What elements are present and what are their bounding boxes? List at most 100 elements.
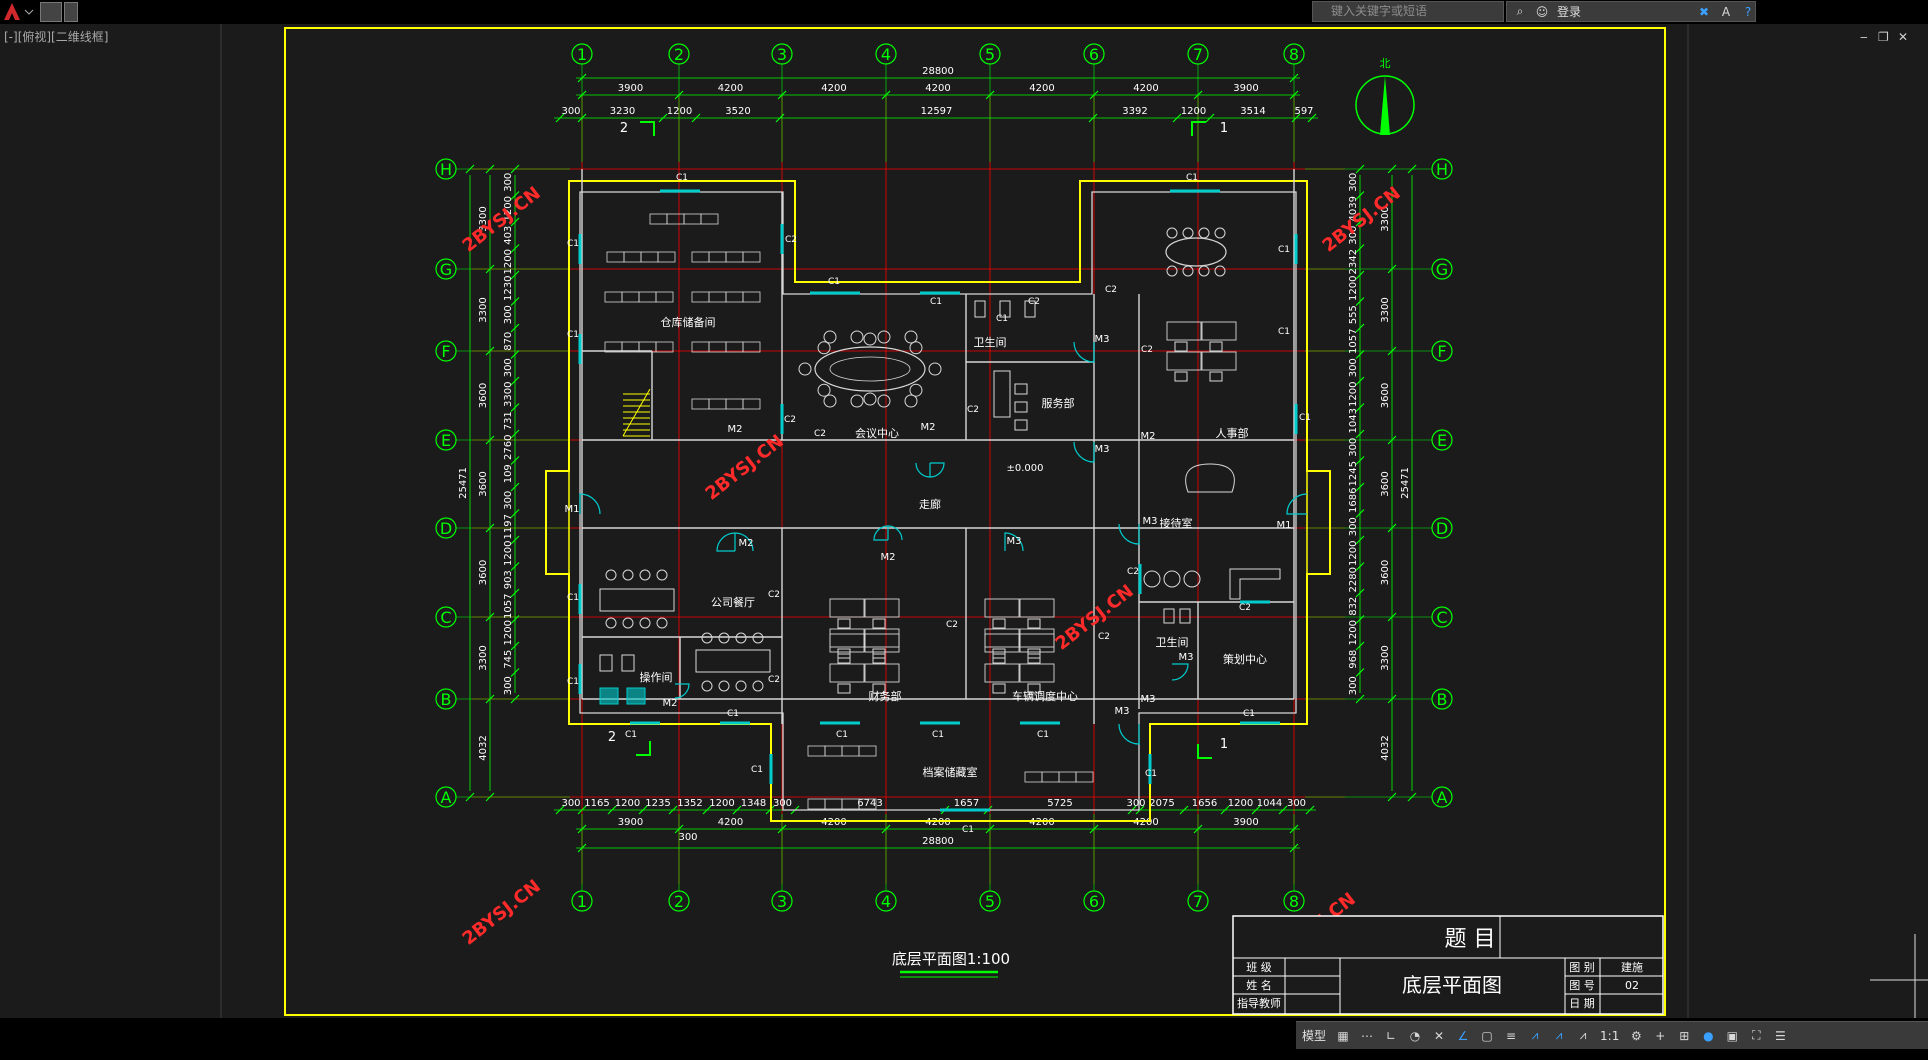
title-block: 题 目 班 级 姓 名 指导教师 底层平面图 图 别 建施 图 号 02 日 期 (1232, 915, 1664, 1015)
exchange-icon[interactable]: ✖ (1698, 4, 1710, 19)
workstation-desk (984, 598, 1020, 618)
quick-access-toolbar[interactable] (40, 0, 78, 24)
units-icon[interactable]: ⊞ (1679, 1028, 1690, 1043)
dim-right-inner-text: 555 (1348, 305, 1359, 324)
window-label-c1: C1 (727, 709, 739, 719)
annotation-visibility-icon[interactable]: ⩘ (1531, 1028, 1539, 1042)
dim-right-inner-text: 1200 (1348, 541, 1359, 566)
dim-left-inner-text: 403 (503, 226, 514, 245)
graphics-icon[interactable]: ▣ (1726, 1028, 1738, 1043)
dim-tick (1307, 113, 1317, 123)
binoculars-icon[interactable]: ⌕ (1516, 4, 1524, 18)
number-label: 图 号 (1569, 979, 1595, 992)
dim-tick (1289, 843, 1299, 853)
office-chair (1209, 341, 1223, 352)
close-icon[interactable]: ✕ (1898, 30, 1909, 44)
dim-tick (577, 73, 587, 83)
selection-cycle-icon[interactable]: ▢ (1481, 1028, 1493, 1043)
app-menu[interactable] (0, 0, 34, 24)
lineweight-icon[interactable]: ≡ (1505, 1028, 1517, 1043)
polar-icon[interactable]: ◔ (1409, 1028, 1421, 1043)
clean-screen-icon[interactable]: ⛶ (1752, 1028, 1761, 1042)
workstation-desk (1019, 598, 1055, 618)
axis-bubble (1431, 258, 1453, 280)
dim-right-total-text: 25471 (1400, 467, 1411, 499)
dim-bottom-extra: 300 (678, 832, 697, 843)
menu-icon[interactable]: ☰ (1774, 1028, 1786, 1043)
chair (823, 330, 837, 344)
room-label-wc_bottom: 卫生间 (1156, 635, 1189, 649)
chair (639, 569, 651, 581)
workspace-icon[interactable] (40, 2, 62, 22)
grid-icon[interactable]: ▦ (1337, 1028, 1349, 1043)
dim-right-inner-text: 832 (1348, 597, 1359, 616)
restore-icon[interactable]: ❐ (1878, 30, 1889, 44)
axis-bubble-label: G (1436, 260, 1448, 279)
axis-bubble-label: E (441, 431, 451, 450)
isolate-icon[interactable]: ● (1703, 1028, 1714, 1043)
toilet (974, 300, 986, 318)
dim-tick (1387, 792, 1397, 802)
door-label-m2: M2 (728, 424, 743, 435)
office-chair (872, 683, 886, 694)
user-icon[interactable]: ☺ (1535, 4, 1549, 19)
door-m3 (1118, 523, 1140, 545)
dim-tick (510, 191, 520, 200)
furniture (599, 213, 1281, 810)
ortho-icon[interactable]: ∟ (1385, 1028, 1397, 1043)
workstation-desk (829, 663, 865, 683)
minimize-icon[interactable]: ‒ (1860, 30, 1868, 44)
autocad-logo-icon[interactable] (0, 0, 34, 24)
dim-bottom-row2-text: 1657 (954, 798, 979, 809)
chair (928, 362, 942, 376)
dim-tick (510, 615, 520, 624)
workstation-desk (829, 598, 865, 618)
login-button[interactable]: 登录 (1557, 5, 1582, 19)
dim-tick (485, 346, 495, 356)
snap-icon[interactable]: ⋯ (1361, 1028, 1374, 1043)
dim-bottom-row2-text: 5725 (1047, 798, 1072, 809)
dim-tick (1355, 694, 1365, 704)
viewport-label[interactable]: [-][俯视][二维线框] (4, 30, 109, 44)
dim-right-inner-text: 1043 (1348, 408, 1359, 433)
dropdown-icon[interactable] (64, 2, 78, 22)
dim-tick (732, 805, 742, 815)
grid-axes (472, 94, 1345, 884)
dim-tick (577, 90, 587, 100)
auto-scale-icon[interactable]: ⩘ (1555, 1028, 1563, 1042)
dim-tick (1289, 90, 1299, 100)
dim-tick (555, 113, 565, 123)
help-icon[interactable]: ? (1744, 4, 1752, 19)
workstation-desk (1019, 663, 1055, 683)
annotation-scale-icon[interactable]: ⩘ (1579, 1028, 1587, 1042)
dim-tick (985, 90, 995, 100)
dim-tick (1289, 73, 1299, 83)
dim-right-inner-text: 1200 (1348, 382, 1359, 407)
plus-icon[interactable]: + (1655, 1028, 1666, 1043)
window-label-c2: C2 (1105, 285, 1117, 295)
office-chair (1209, 371, 1223, 382)
model-tab[interactable]: 模型 (1302, 1029, 1327, 1043)
zoom-ratio[interactable]: 1:1 (1600, 1028, 1620, 1043)
axis-bubble (979, 890, 1001, 912)
window-label-c1: C1 (567, 677, 579, 687)
dim-right-inner-text: 1200 (1348, 276, 1359, 301)
shelf-unit (708, 398, 727, 410)
application-bar: 键入关键字或短语 ⌕ ☺ 登录 ✖ A ? (0, 0, 1928, 24)
dim-tick (1088, 113, 1098, 123)
axis-bubble (1431, 429, 1453, 451)
section-mark: 2 (620, 121, 628, 136)
axis-bubble-label: 2 (674, 892, 684, 911)
dim-bottom-row1-text: 4200 (821, 817, 846, 828)
dim-tick (775, 113, 785, 123)
dim-tick (510, 164, 520, 174)
dynamic-ucs-icon[interactable]: ∠ (1457, 1028, 1469, 1043)
search-input[interactable]: 键入关键字或短语 (1312, 1, 1504, 22)
section-line (1191, 121, 1206, 136)
dim-tick (577, 113, 587, 123)
axis-bubble-label: D (1436, 519, 1448, 538)
gear-icon[interactable]: ⚙ (1630, 1028, 1642, 1043)
osnap-icon[interactable]: ✕ (1433, 1028, 1445, 1043)
autodesk-icon[interactable]: A (1721, 4, 1731, 19)
